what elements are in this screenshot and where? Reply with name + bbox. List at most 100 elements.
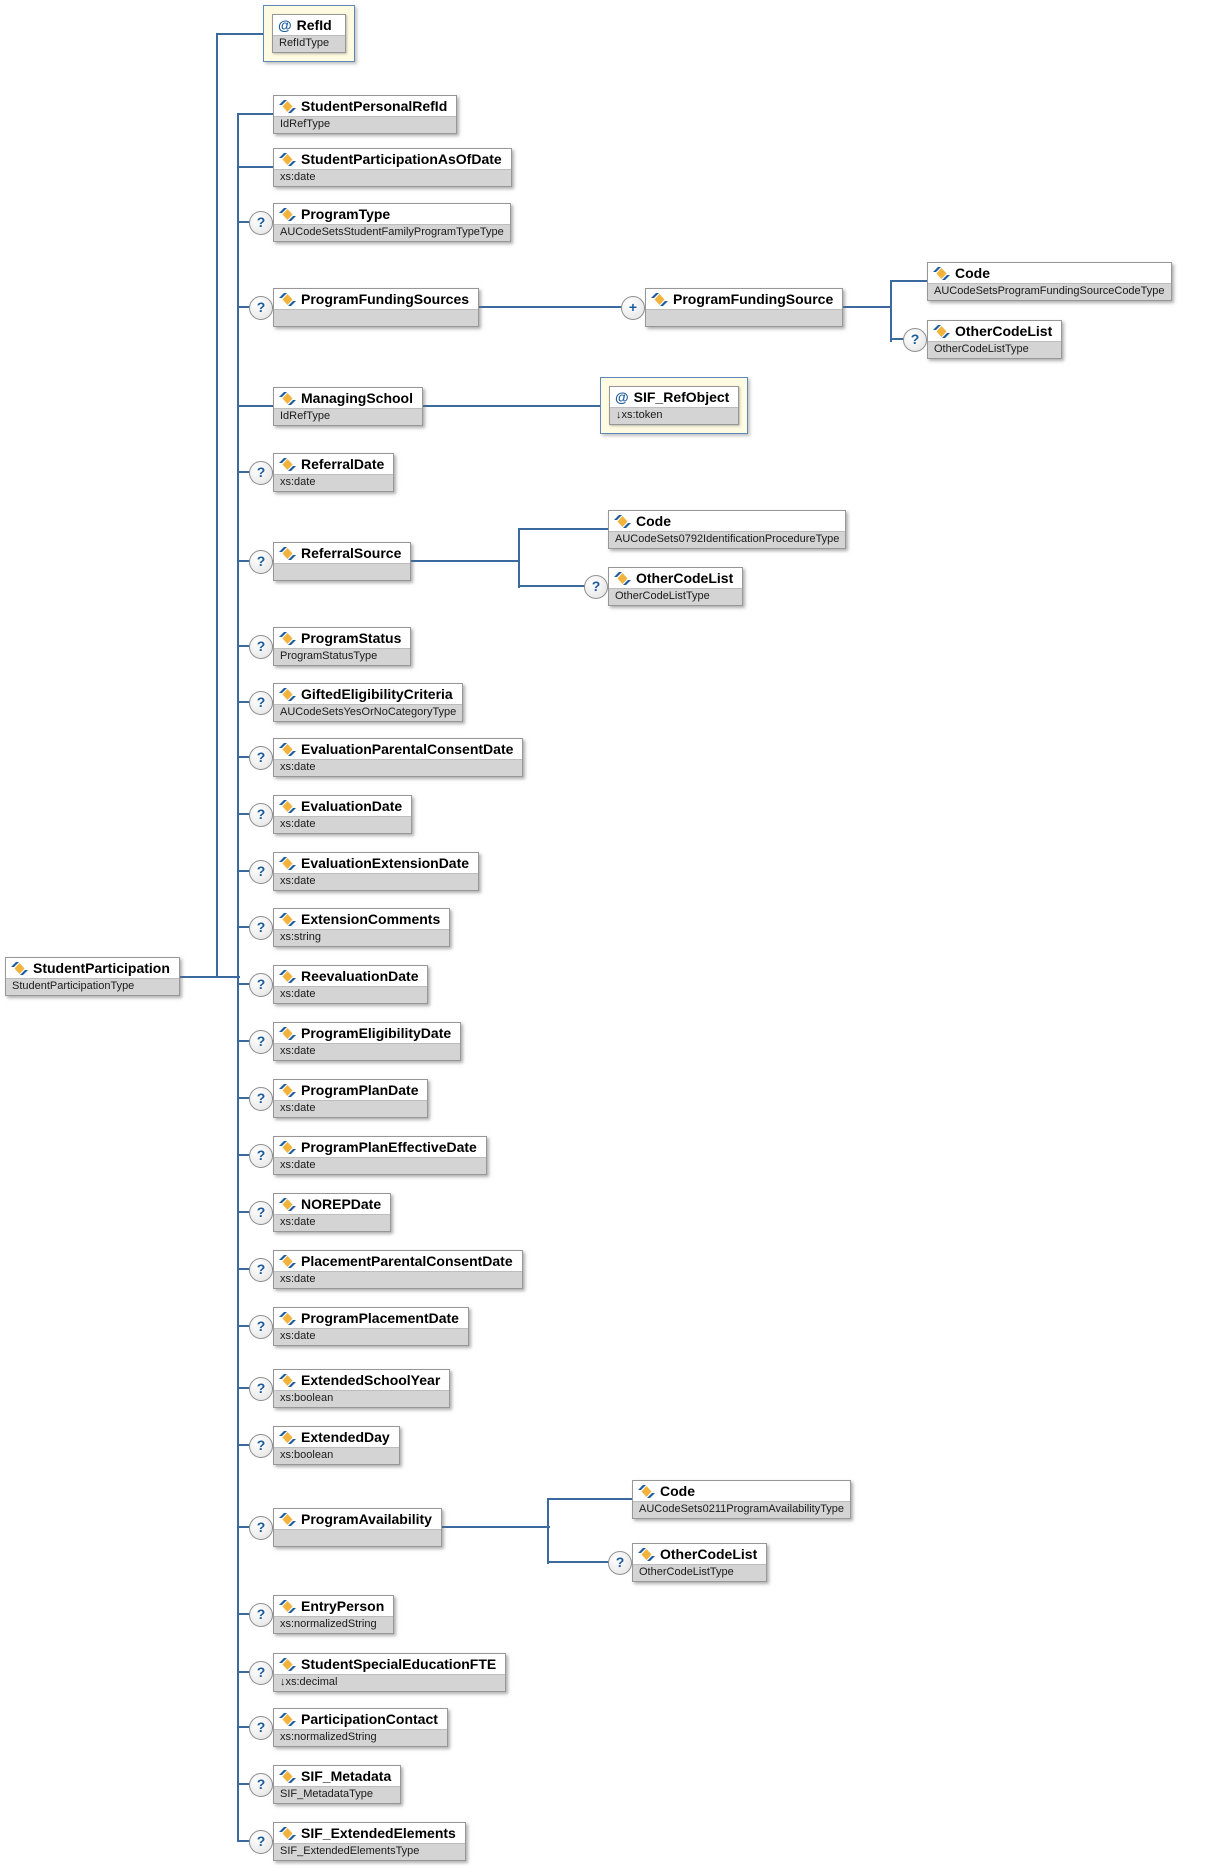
node-title-row: ManagingSchool [274, 388, 422, 408]
node-programavailability[interactable]: ProgramAvailability [273, 1508, 442, 1547]
node-type: xs:date [274, 1043, 461, 1060]
element-icon [279, 1513, 296, 1526]
connector-line [237, 113, 282, 115]
node-label: ProgramAvailability [301, 1511, 432, 1527]
node-sif-refobject[interactable]: @SIF_RefObject↓xs:token [609, 386, 740, 425]
element-icon [279, 100, 296, 113]
node-title-row: ProgramAvailability [274, 1509, 441, 1529]
connector-line [547, 1498, 645, 1500]
node-label: ReferralDate [301, 456, 385, 472]
element-icon [279, 1770, 296, 1783]
node-title-row: @SIF_RefObject [610, 387, 738, 407]
node-referralsource[interactable]: ReferralSource [273, 542, 412, 581]
node-programfundingsource[interactable]: ProgramFundingSource [645, 288, 844, 327]
node-title-row: Code [633, 1481, 850, 1501]
node-label: OtherCodeList [955, 323, 1053, 339]
connector-line [455, 306, 625, 308]
node-type: xs:boolean [274, 1390, 450, 1407]
connector-line [237, 166, 282, 168]
node-programfundingsources[interactable]: ProgramFundingSources [273, 288, 480, 327]
optional-indicator: ? [249, 550, 273, 574]
optional-indicator: ? [249, 803, 273, 827]
optional-indicator: ? [249, 1661, 273, 1685]
node-title-row: ProgramFundingSources [274, 289, 478, 309]
node-label: ProgramType [301, 206, 391, 222]
node-label: EvaluationParentalConsentDate [301, 741, 514, 757]
element-icon [933, 267, 950, 280]
node-title-row: ReferralDate [274, 454, 393, 474]
element-icon [279, 293, 296, 306]
element-icon [279, 1027, 296, 1040]
element-icon [279, 1312, 296, 1325]
connector-line [547, 1561, 611, 1563]
node-title-row: SIF_ExtendedElements [274, 1823, 465, 1843]
element-icon [279, 208, 296, 221]
connector-line [547, 1498, 549, 1564]
node-label: StudentParticipation [33, 960, 170, 976]
node-type: RefIdType [273, 35, 345, 52]
node-title-row: Code [928, 263, 1171, 283]
node-studentspecialeducationfte[interactable]: StudentSpecialEducationFTE↓xs:decimal [273, 1653, 507, 1692]
node-title-row: ExtensionComments [274, 909, 449, 929]
node-type: StudentParticipationType [6, 978, 179, 995]
connector-line [150, 976, 240, 978]
node-type: OtherCodeListType [928, 341, 1062, 358]
node-title-row: ProgramStatus [274, 628, 410, 648]
element-icon [279, 547, 296, 560]
node-label: ExtendedDay [301, 1429, 390, 1445]
node-label: Code [660, 1483, 695, 1499]
node-label: ReevaluationDate [301, 968, 419, 984]
node-type: IdRefType [274, 408, 422, 425]
node-label: OtherCodeList [660, 1546, 758, 1562]
element-icon [279, 1713, 296, 1726]
connector-line [890, 338, 907, 340]
optional-indicator: ? [249, 973, 273, 997]
node-label: StudentSpecialEducationFTE [301, 1656, 497, 1672]
node-title-row: ParticipationContact [274, 1709, 447, 1729]
node-title-row: @RefId [273, 15, 345, 35]
node-title-row: EvaluationExtensionDate [274, 853, 478, 873]
optional-indicator: ? [249, 1377, 273, 1401]
node-title-row: NOREPDate [274, 1194, 390, 1214]
node-label: EntryPerson [301, 1598, 385, 1614]
node-label: StudentPersonalRefId [301, 98, 448, 114]
node-type: xs:date [274, 1328, 468, 1345]
element-icon [279, 857, 296, 870]
node-label: NOREPDate [301, 1196, 382, 1212]
connector-line [518, 528, 520, 588]
element-icon [638, 1548, 655, 1561]
